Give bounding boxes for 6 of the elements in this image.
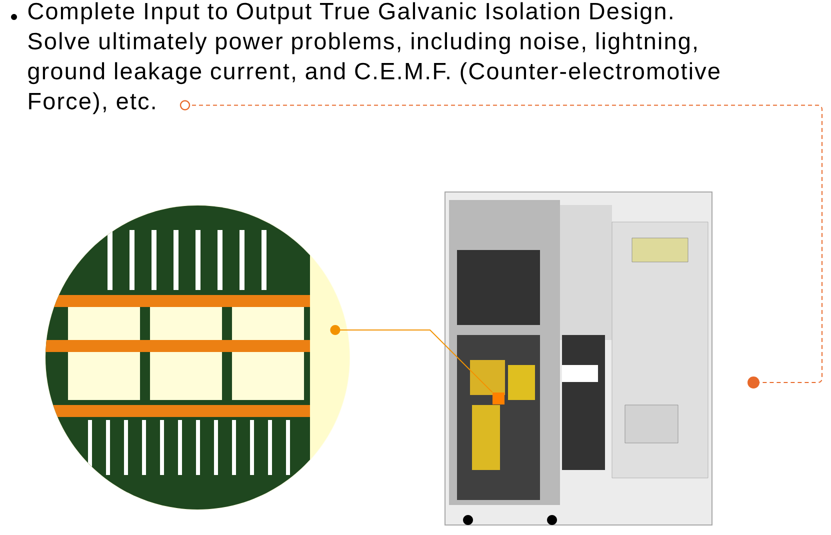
transformer-marker	[492, 392, 504, 404]
transformer-closeup-drawing	[45, 205, 350, 510]
leader-line	[180, 100, 822, 388]
leader-line	[330, 324, 493, 393]
cabinet-drawing	[444, 192, 712, 526]
bullet-text: Complete Input to Output True Galvanic Isolation Design. Solve ultimately power problems, including noise, lightning, ground leakage current, and C.E.M.F. (Counter-electromotive Force), etc.	[28, 2, 720, 114]
